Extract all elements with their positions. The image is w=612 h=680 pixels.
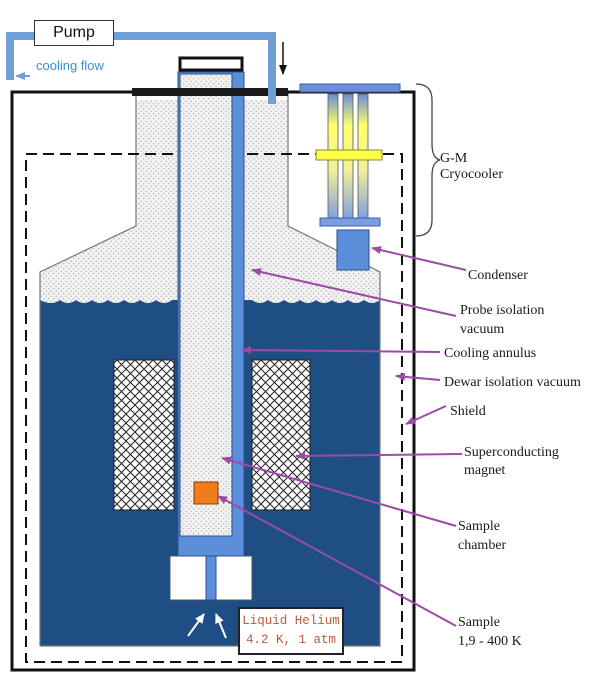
top-flange bbox=[132, 88, 288, 96]
probe-isolation-label-1: Probe isolation bbox=[460, 303, 545, 318]
outlet-tube bbox=[205, 555, 217, 601]
sample-label-2: 1,9 - 400 K bbox=[458, 634, 522, 649]
arrow-shield bbox=[405, 405, 447, 425]
shield-label: Shield bbox=[450, 404, 486, 419]
magnet-coil-right bbox=[251, 359, 311, 511]
cooling-flow-label: cooling flow bbox=[36, 58, 104, 73]
probe-cap bbox=[178, 56, 244, 72]
pump-line bbox=[6, 32, 276, 104]
pump-box: Pump bbox=[34, 20, 114, 46]
cooling-annulus-label: Cooling annulus bbox=[444, 346, 537, 361]
gm-cryocooler-label-2: Cryocooler bbox=[440, 167, 503, 182]
helium-arrow-right bbox=[215, 613, 227, 639]
cryocooler-collar bbox=[315, 149, 383, 161]
cryocooler-top-plate bbox=[299, 83, 401, 93]
liquid-helium-line-2: 4.2 K, 1 atm bbox=[245, 633, 336, 647]
leader-arrows bbox=[217, 246, 467, 627]
magnet-label-2: magnet bbox=[464, 463, 506, 478]
arrow-dewar-isolation bbox=[395, 372, 441, 381]
dewar-isolation-label: Dewar isolation vacuum bbox=[444, 375, 581, 390]
arrow-sample bbox=[217, 495, 457, 627]
sample-chamber-label-2: chamber bbox=[458, 538, 507, 553]
arrow-probe-isolation bbox=[251, 268, 457, 317]
arrow-magnet bbox=[295, 451, 463, 460]
liquid-helium-box: Liquid Helium 4.2 K, 1 atm bbox=[238, 607, 344, 655]
magnet-label-1: Superconducting bbox=[464, 445, 559, 460]
arrow-cooling-annulus bbox=[241, 346, 441, 355]
probe-isolation-vacuum bbox=[179, 73, 233, 537]
gm-cryocooler-label-1: G-M bbox=[440, 151, 468, 166]
sample-chamber-label-1: Sample bbox=[458, 519, 500, 534]
pump-label: Pump bbox=[53, 24, 95, 41]
condenser-body bbox=[336, 229, 370, 271]
liquid-helium-line-1: Liquid Helium bbox=[242, 614, 340, 628]
sample-label-1: Sample bbox=[458, 615, 500, 630]
arrow-condenser bbox=[371, 246, 467, 271]
cryocooler-brace bbox=[415, 83, 441, 237]
sample bbox=[193, 481, 219, 505]
arrow-sample-chamber bbox=[221, 456, 457, 527]
helium-arrow-left bbox=[187, 613, 205, 637]
probe-isolation-label-2: vacuum bbox=[460, 322, 505, 337]
cryocooler-base-plate bbox=[319, 217, 381, 227]
condenser-label: Condenser bbox=[468, 268, 528, 283]
magnet-coil-left bbox=[113, 359, 175, 511]
